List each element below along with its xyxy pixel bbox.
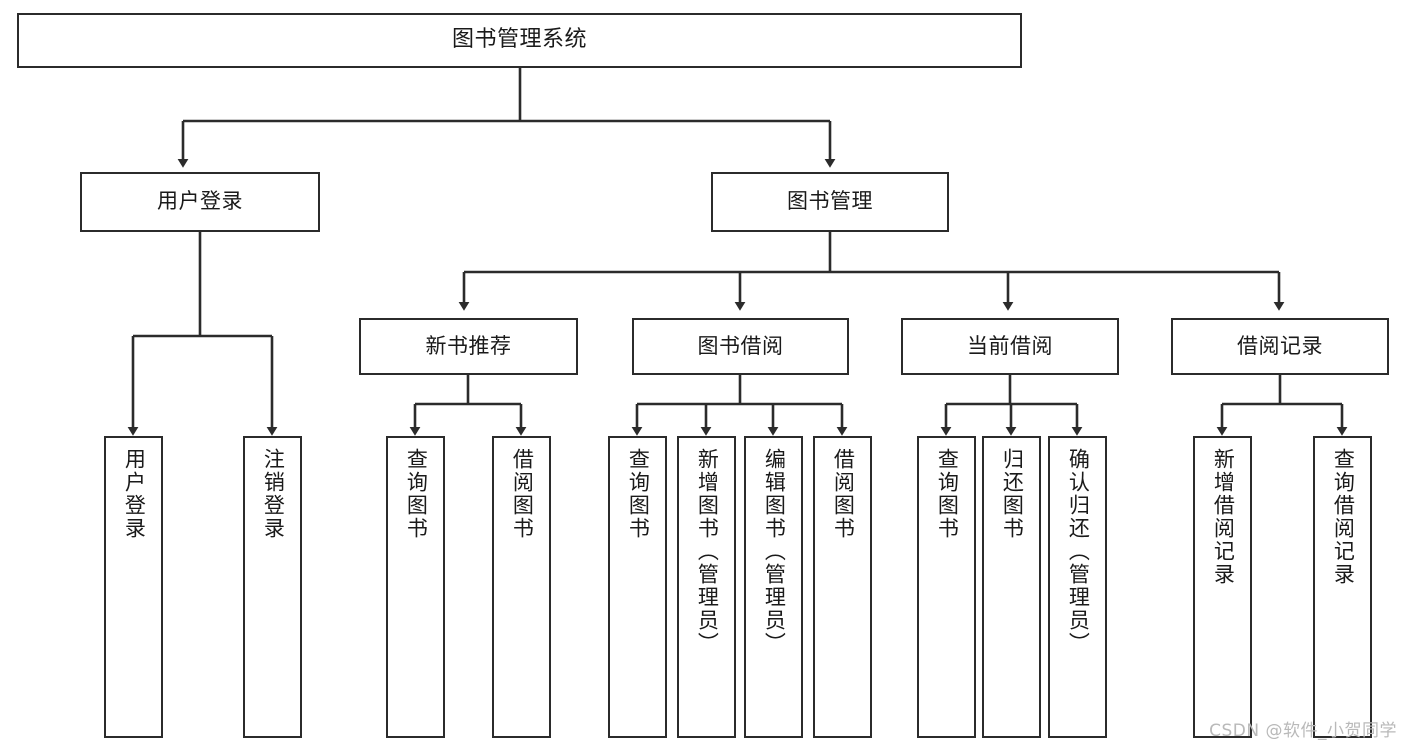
node-new-book-recommend[interactable]: 新书推荐 xyxy=(359,318,578,375)
node-book-management[interactable]: 图书管理 xyxy=(711,172,949,232)
leaf-borrow-book-recommend[interactable]: 借阅图书 xyxy=(492,436,551,738)
node-borrow-record[interactable]: 借阅记录 xyxy=(1171,318,1389,375)
leaf-add-book-admin[interactable]: 新增图书（管理员） xyxy=(677,436,736,738)
node-label: 当前借阅 xyxy=(967,333,1053,358)
leaf-label: 注销登录 xyxy=(261,448,286,540)
leaf-label: 编辑图书（管理员） xyxy=(762,448,787,655)
node-user-login[interactable]: 用户登录 xyxy=(80,172,320,232)
leaf-user-login[interactable]: 用户登录 xyxy=(104,436,163,738)
node-label: 图书管理 xyxy=(787,189,873,214)
leaf-return-book[interactable]: 归还图书 xyxy=(982,436,1041,738)
leaf-confirm-return-admin[interactable]: 确认归还（管理员） xyxy=(1048,436,1107,738)
leaf-query-book-current[interactable]: 查询图书 xyxy=(917,436,976,738)
node-label: 用户登录 xyxy=(157,189,243,214)
node-label: 图书借阅 xyxy=(697,333,784,358)
node-label: 图书管理系统 xyxy=(451,27,587,53)
watermark-text: CSDN @软件_小贺同学 xyxy=(1209,721,1397,741)
leaf-label: 用户登录 xyxy=(122,448,147,540)
leaf-label: 借阅图书 xyxy=(510,448,535,540)
leaf-borrow-book[interactable]: 借阅图书 xyxy=(813,436,872,738)
node-current-borrow[interactable]: 当前借阅 xyxy=(901,318,1119,375)
leaf-query-book-borrow[interactable]: 查询图书 xyxy=(608,436,667,738)
node-label: 新书推荐 xyxy=(425,333,512,358)
leaf-label: 新增图书（管理员） xyxy=(695,448,720,655)
leaf-label: 查询借阅记录 xyxy=(1331,448,1356,586)
node-root-system[interactable]: 图书管理系统 xyxy=(17,13,1022,68)
leaf-add-borrow-record[interactable]: 新增借阅记录 xyxy=(1193,436,1252,738)
leaf-logout-login[interactable]: 注销登录 xyxy=(243,436,302,738)
leaf-edit-book-admin[interactable]: 编辑图书（管理员） xyxy=(744,436,803,738)
leaf-label: 确认归还（管理员） xyxy=(1066,448,1091,655)
leaf-label: 借阅图书 xyxy=(831,448,856,540)
node-label: 借阅记录 xyxy=(1237,333,1323,358)
leaf-query-book-recommend[interactable]: 查询图书 xyxy=(386,436,445,738)
leaf-label: 查询图书 xyxy=(404,448,429,540)
leaf-query-borrow-record[interactable]: 查询借阅记录 xyxy=(1313,436,1372,738)
leaf-label: 查询图书 xyxy=(935,448,960,540)
leaf-label: 查询图书 xyxy=(626,448,651,540)
node-book-borrow[interactable]: 图书借阅 xyxy=(632,318,849,375)
leaf-label: 归还图书 xyxy=(1000,448,1025,540)
leaf-label: 新增借阅记录 xyxy=(1211,448,1236,586)
